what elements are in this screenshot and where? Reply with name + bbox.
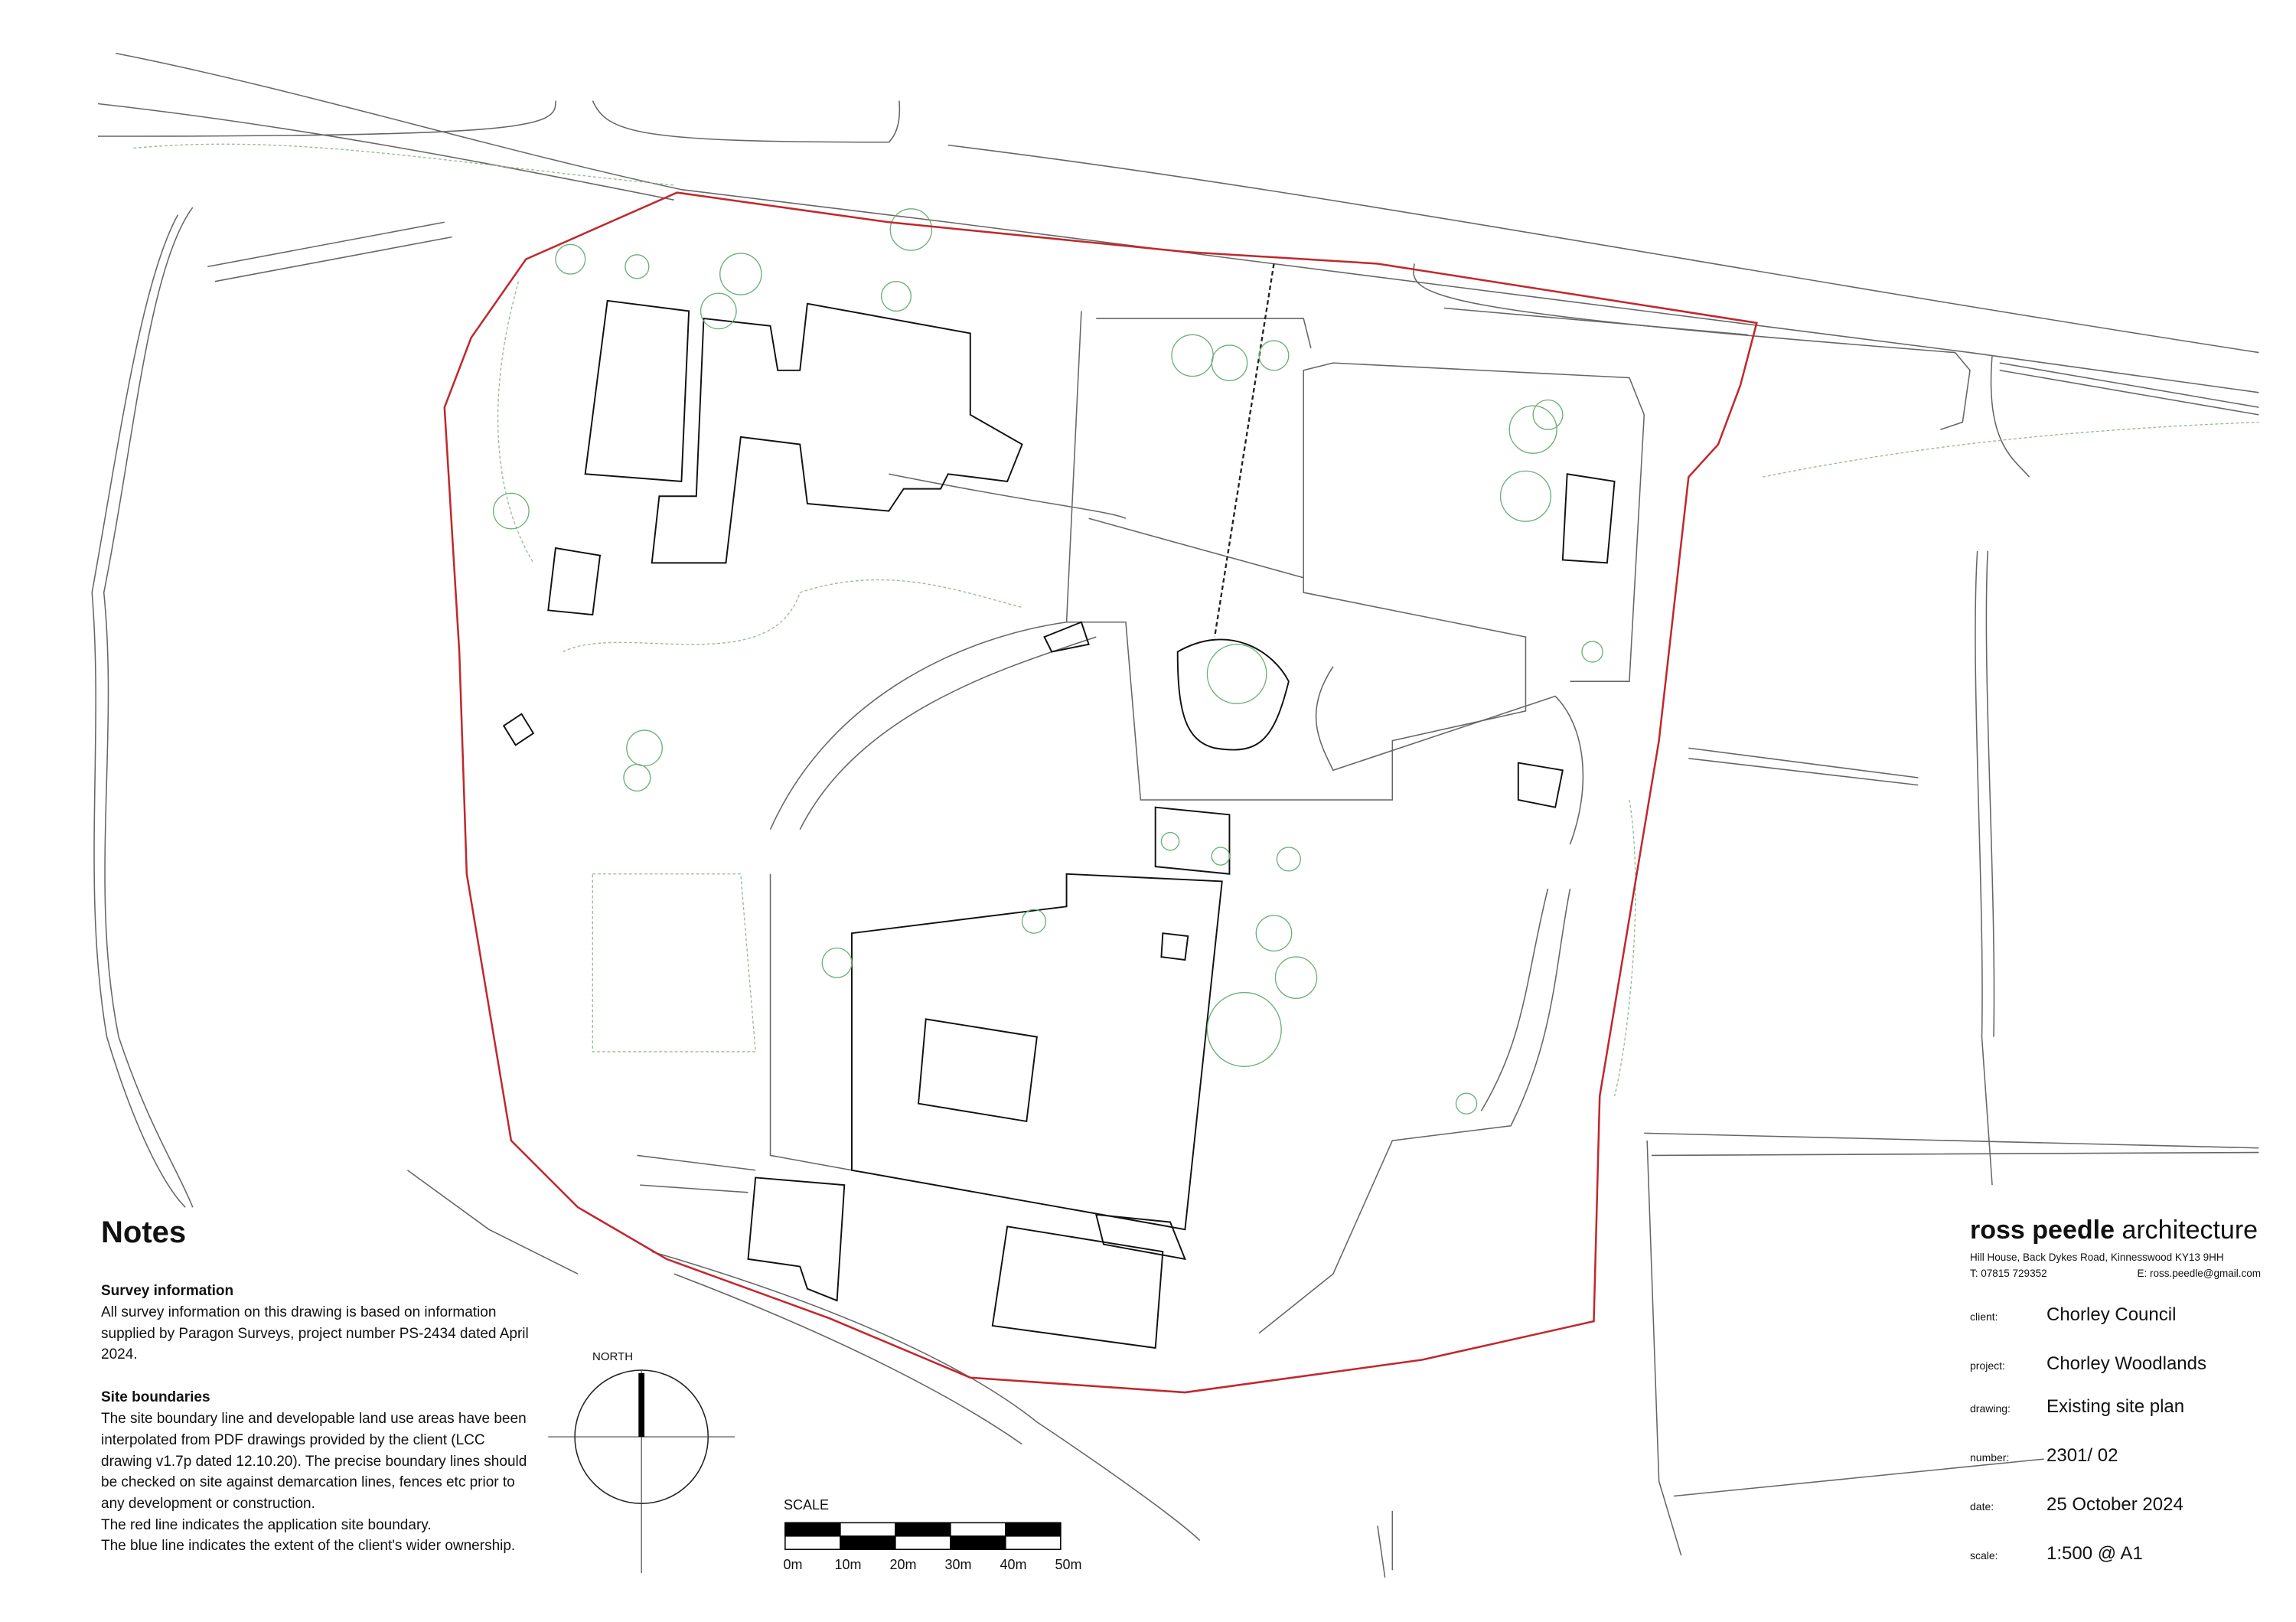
firm-name-rest: architecture [2122, 1216, 2258, 1245]
scale-row: scale: 1:500 @ A1 [1970, 1543, 2143, 1565]
survey-text: All survey information on this drawing i… [101, 1304, 529, 1363]
scale-tick: 40m [1000, 1557, 1027, 1572]
north-label: NORTH [592, 1350, 634, 1363]
row-value: 2301/ 02 [2047, 1445, 2118, 1466]
row-value: Chorley Council [2047, 1304, 2177, 1325]
notes-title: Notes [101, 1216, 187, 1249]
date-row: date: 25 October 2024 [1970, 1494, 2183, 1516]
scale-tick: 0m [783, 1557, 803, 1572]
roads-and-paths [91, 52, 2259, 1578]
scale-tick: 20m [889, 1557, 917, 1572]
row-label: drawing: [1970, 1402, 2011, 1415]
service-line [1213, 263, 1275, 638]
red-line-text: The red line indicates the application s… [101, 1516, 432, 1533]
buildings [502, 299, 1616, 1349]
vegetation-edges [133, 143, 2259, 1097]
row-value: 1:500 @ A1 [2047, 1543, 2143, 1564]
row-label: date: [1970, 1500, 1994, 1513]
firm-name: ross peedle architecture [1970, 1216, 2291, 1245]
scale-label: SCALE [784, 1497, 830, 1513]
row-label: project: [1970, 1359, 2005, 1372]
scale-tick: 10m [834, 1557, 862, 1572]
row-label: client: [1970, 1310, 1998, 1323]
notes-panel: Notes Survey information All survey info… [101, 1216, 530, 1557]
number-row: number: 2301/ 02 [1970, 1445, 2118, 1467]
boundaries-text: The site boundary line and developable l… [101, 1411, 527, 1512]
firm-email: E: ross.peedle@gmail.com [2137, 1268, 2261, 1279]
row-label: scale: [1970, 1549, 1998, 1562]
scale-bar [784, 1522, 1062, 1550]
drawing-row: drawing: Existing site plan [1970, 1396, 2184, 1418]
survey-heading: Survey information [101, 1283, 234, 1299]
firm-address: Hill House, Back Dykes Road, Kinnesswood… [1970, 1252, 2224, 1263]
site-boundary-red-line [443, 191, 1758, 1394]
trees [492, 208, 1603, 1115]
row-label: number: [1970, 1451, 2010, 1464]
north-arrow [548, 1369, 735, 1574]
row-value: Existing site plan [2047, 1396, 2185, 1417]
row-value: Chorley Woodlands [2047, 1353, 2207, 1374]
client-row: client: Chorley Council [1970, 1304, 2176, 1326]
scale-tick: 30m [944, 1557, 972, 1572]
firm-contact: T: 07815 729352 E: ross.peedle@gmail.com [1970, 1268, 2261, 1279]
project-row: project: Chorley Woodlands [1970, 1353, 2206, 1375]
row-value: 25 October 2024 [2047, 1494, 2183, 1515]
firm-name-bold: ross peedle [1970, 1216, 2115, 1245]
boundaries-heading: Site boundaries [101, 1389, 210, 1406]
scale-tick: 50m [1055, 1557, 1082, 1572]
blue-line-text: The blue line indicates the extent of th… [101, 1538, 516, 1555]
title-block: ross peedle architecture Hill House, Bac… [1970, 1216, 2291, 1564]
firm-phone: T: 07815 729352 [1970, 1268, 2047, 1279]
